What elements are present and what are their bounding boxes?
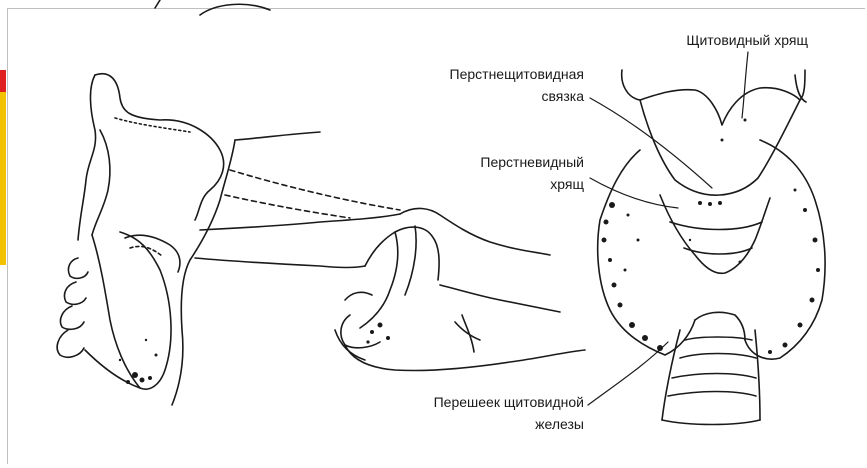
face-outline	[78, 75, 96, 240]
label-cricothyroid-ligament-line2: связка	[370, 86, 584, 107]
trachea-line-lower	[195, 258, 365, 268]
thyroid-lobe-right	[745, 140, 825, 359]
wrist-line	[440, 285, 560, 312]
thyroid-lobe-left	[598, 150, 695, 355]
cricoid-cartilage	[660, 195, 770, 273]
tooth-3	[60, 306, 84, 329]
trachea-bottom	[662, 420, 760, 425]
palm-heel	[335, 330, 365, 360]
tooth-4	[57, 330, 84, 357]
dashed-guide-1	[230, 170, 400, 210]
trachea-ring-4	[668, 392, 756, 397]
leader-cricoid	[590, 178, 678, 208]
finger-2	[405, 226, 416, 295]
trachea-ring-3	[672, 374, 756, 379]
palm-lower	[345, 345, 585, 371]
neck-front	[172, 140, 235, 405]
trachea-side-left	[662, 330, 680, 420]
trachea-ring-2	[680, 354, 756, 359]
isthmus-area	[695, 312, 745, 340]
thyroid-cartilage-outline	[622, 70, 805, 125]
cricoid-ring-1	[670, 222, 762, 230]
palm-crease	[455, 315, 480, 352]
leader-thyroid-cartilage	[742, 52, 748, 118]
thumb	[365, 227, 439, 280]
knuckles	[341, 292, 380, 348]
label-cricothyroid-ligament-line1: Перстнещитовидная	[370, 64, 584, 85]
dashed-guide-2	[225, 195, 350, 218]
hyoid-area	[125, 235, 180, 272]
tooth-2	[64, 282, 86, 304]
label-isthmus-line1: Перешеек щитовидной	[340, 392, 584, 413]
head-outline	[95, 74, 224, 220]
tooth-1	[68, 258, 88, 278]
jaw-outline	[92, 232, 171, 389]
label-isthmus-line2: железы	[340, 414, 584, 435]
label-thyroid-cartilage: Щитовидный хрящ	[618, 30, 808, 51]
hand-outline	[400, 208, 550, 255]
neck-back	[235, 132, 320, 140]
trachea-side-right	[755, 330, 760, 420]
trachea-ring-1	[685, 337, 752, 340]
label-cricoid-cartilage-line1: Перстневидный	[400, 152, 584, 173]
trachea-line-upper	[200, 214, 400, 230]
top-cutoff-curve	[155, 0, 270, 15]
label-cricoid-cartilage-line2: хрящ	[400, 174, 584, 195]
leader-cricothyroid	[590, 98, 712, 188]
mandible-lower	[85, 350, 140, 388]
